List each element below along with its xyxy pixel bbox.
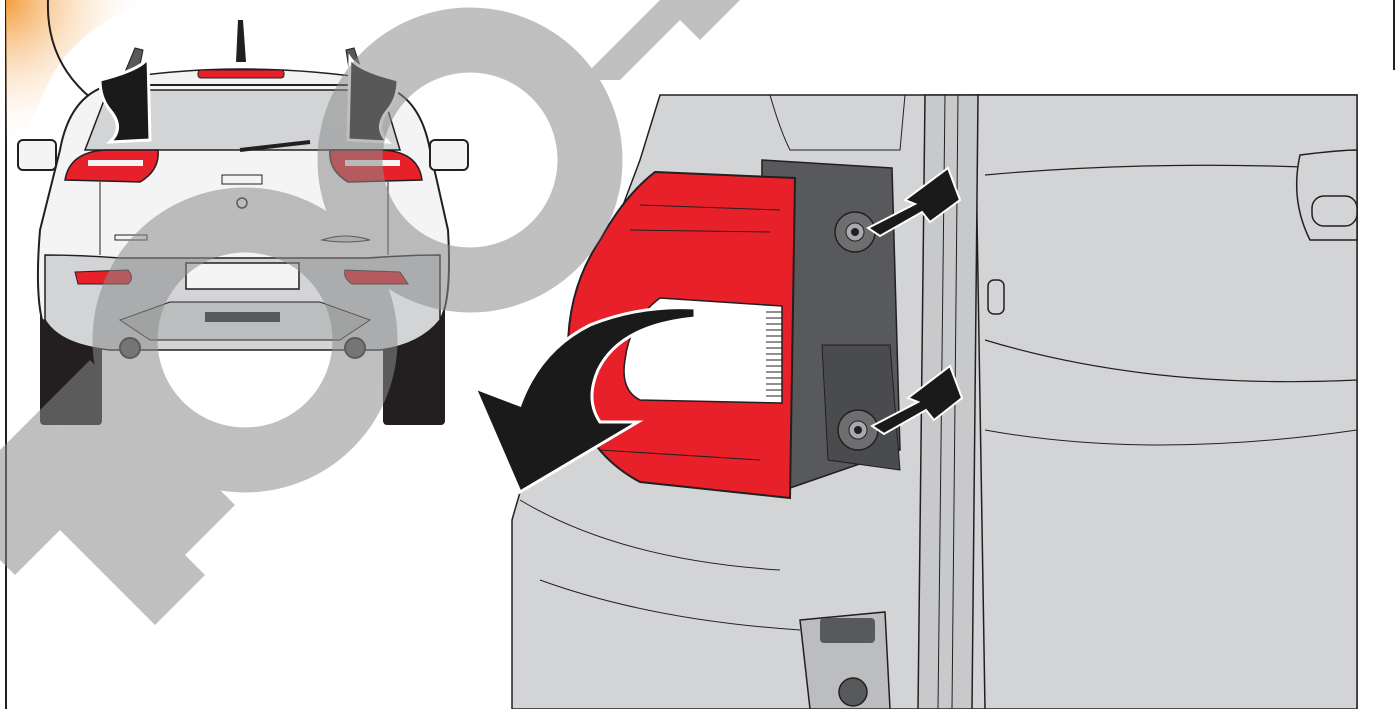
removal-direction-arrow [472,306,697,495]
watermark [0,0,740,625]
tail-lamp-detail [472,94,1358,709]
mounting-nut-upper [834,211,876,253]
pointer-arrow-lower [870,364,964,436]
mounting-nut-lower [837,409,879,451]
pointer-arrow-upper [866,166,962,238]
lens-ribs [766,311,782,397]
left-lamp-arrow [98,53,152,144]
